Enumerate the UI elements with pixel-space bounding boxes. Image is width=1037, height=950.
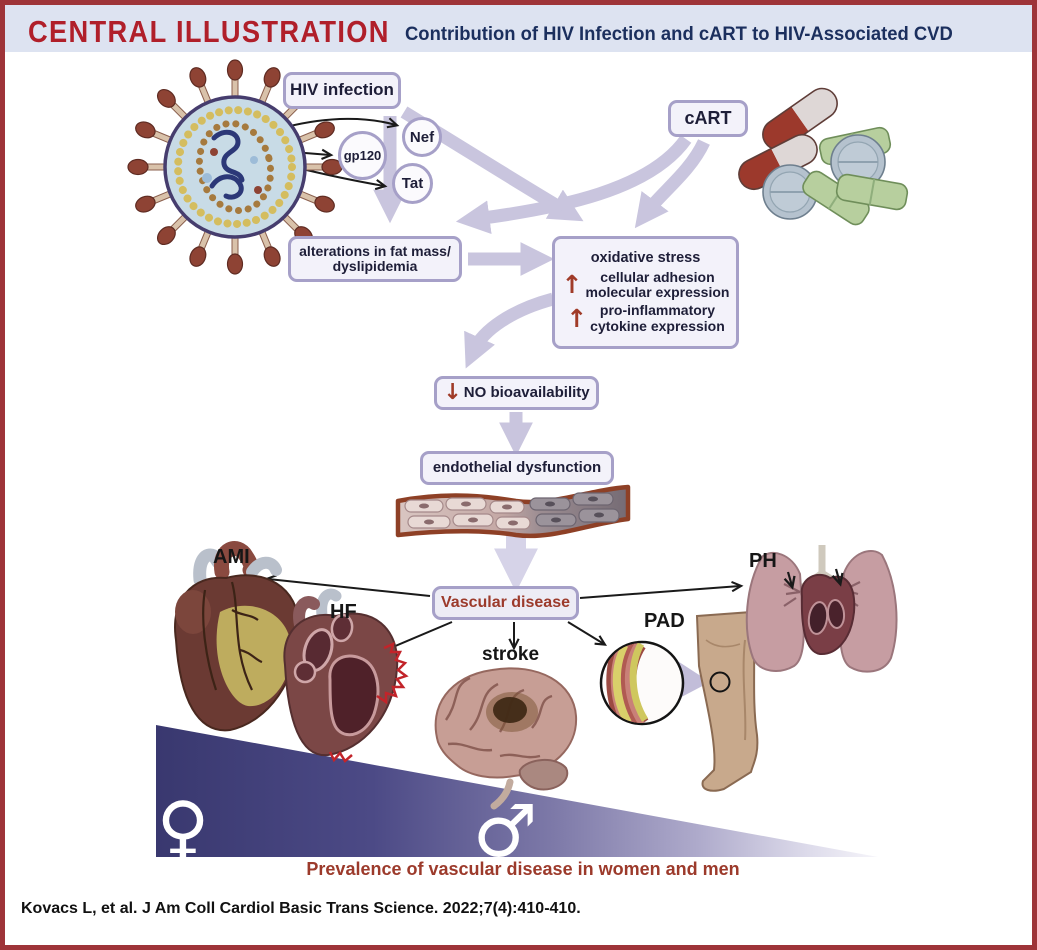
hiv-infection-box: HIV infection (283, 72, 401, 109)
figure-header: CENTRAL ILLUSTRATION Contribution of HIV… (5, 5, 1032, 52)
hf-heart-illustration (283, 588, 409, 763)
male-icon: ♂ (473, 789, 538, 873)
gp120-circle: gp120 (338, 131, 387, 180)
pad-label: PAD (644, 610, 685, 632)
up-arrow-icon: ↑ (561, 269, 583, 299)
female-icon: ♀ (157, 786, 210, 870)
ph-label: PH (749, 550, 777, 572)
figure-title: Contribution of HIV Infection and cART t… (405, 24, 953, 45)
endothelial-dysfunction-box: endothelial dysfunction (420, 451, 614, 485)
stroke-label: stroke (482, 644, 540, 665)
vascular-disease-box: Vascular disease (432, 586, 579, 620)
up-arrow-icon: ↑ (566, 303, 588, 333)
prevalence-caption: Prevalence of vascular disease in women … (306, 859, 740, 879)
alterations-line2: dyslipidemia (332, 258, 418, 274)
pad-artery-illustration (599, 640, 710, 726)
alterations-box: alterations in fat mass/ dyslipidemia (288, 236, 462, 282)
oxidative-stress-title: oxidative stress (590, 249, 701, 266)
down-arrow-icon: ↓ (443, 380, 462, 406)
oxidative-stress-box: oxidative stress ↑ cellular adhesion mol… (552, 236, 739, 349)
citation: Kovacs L, et al. J Am Coll Cardiol Basic… (21, 900, 581, 917)
brain-illustration (434, 667, 578, 810)
proinflammatory-row: ↑ pro-inflammatory cytokine expression (566, 302, 725, 334)
ami-heart-illustration (174, 541, 301, 732)
hf-label: HF (330, 601, 357, 623)
no-bioavailability-box: ↓ NO bioavailability (434, 376, 599, 410)
nef-circle: Nef (402, 117, 442, 157)
cart-box: cART (668, 100, 748, 137)
alterations-line1: alterations in fat mass/ (299, 242, 451, 259)
ami-label: AMI (213, 546, 250, 568)
hiv-virion-illustration (127, 59, 343, 275)
vessel-illustration (395, 484, 631, 539)
leg-illustration (695, 610, 759, 792)
figure-kicker: CENTRAL ILLUSTRATION (28, 14, 390, 49)
tat-circle: Tat (392, 163, 433, 204)
pills-illustration (732, 81, 910, 229)
cellular-adhesion-row: ↑ cellular adhesion molecular expression (561, 268, 730, 301)
lungs-illustration (745, 545, 898, 673)
